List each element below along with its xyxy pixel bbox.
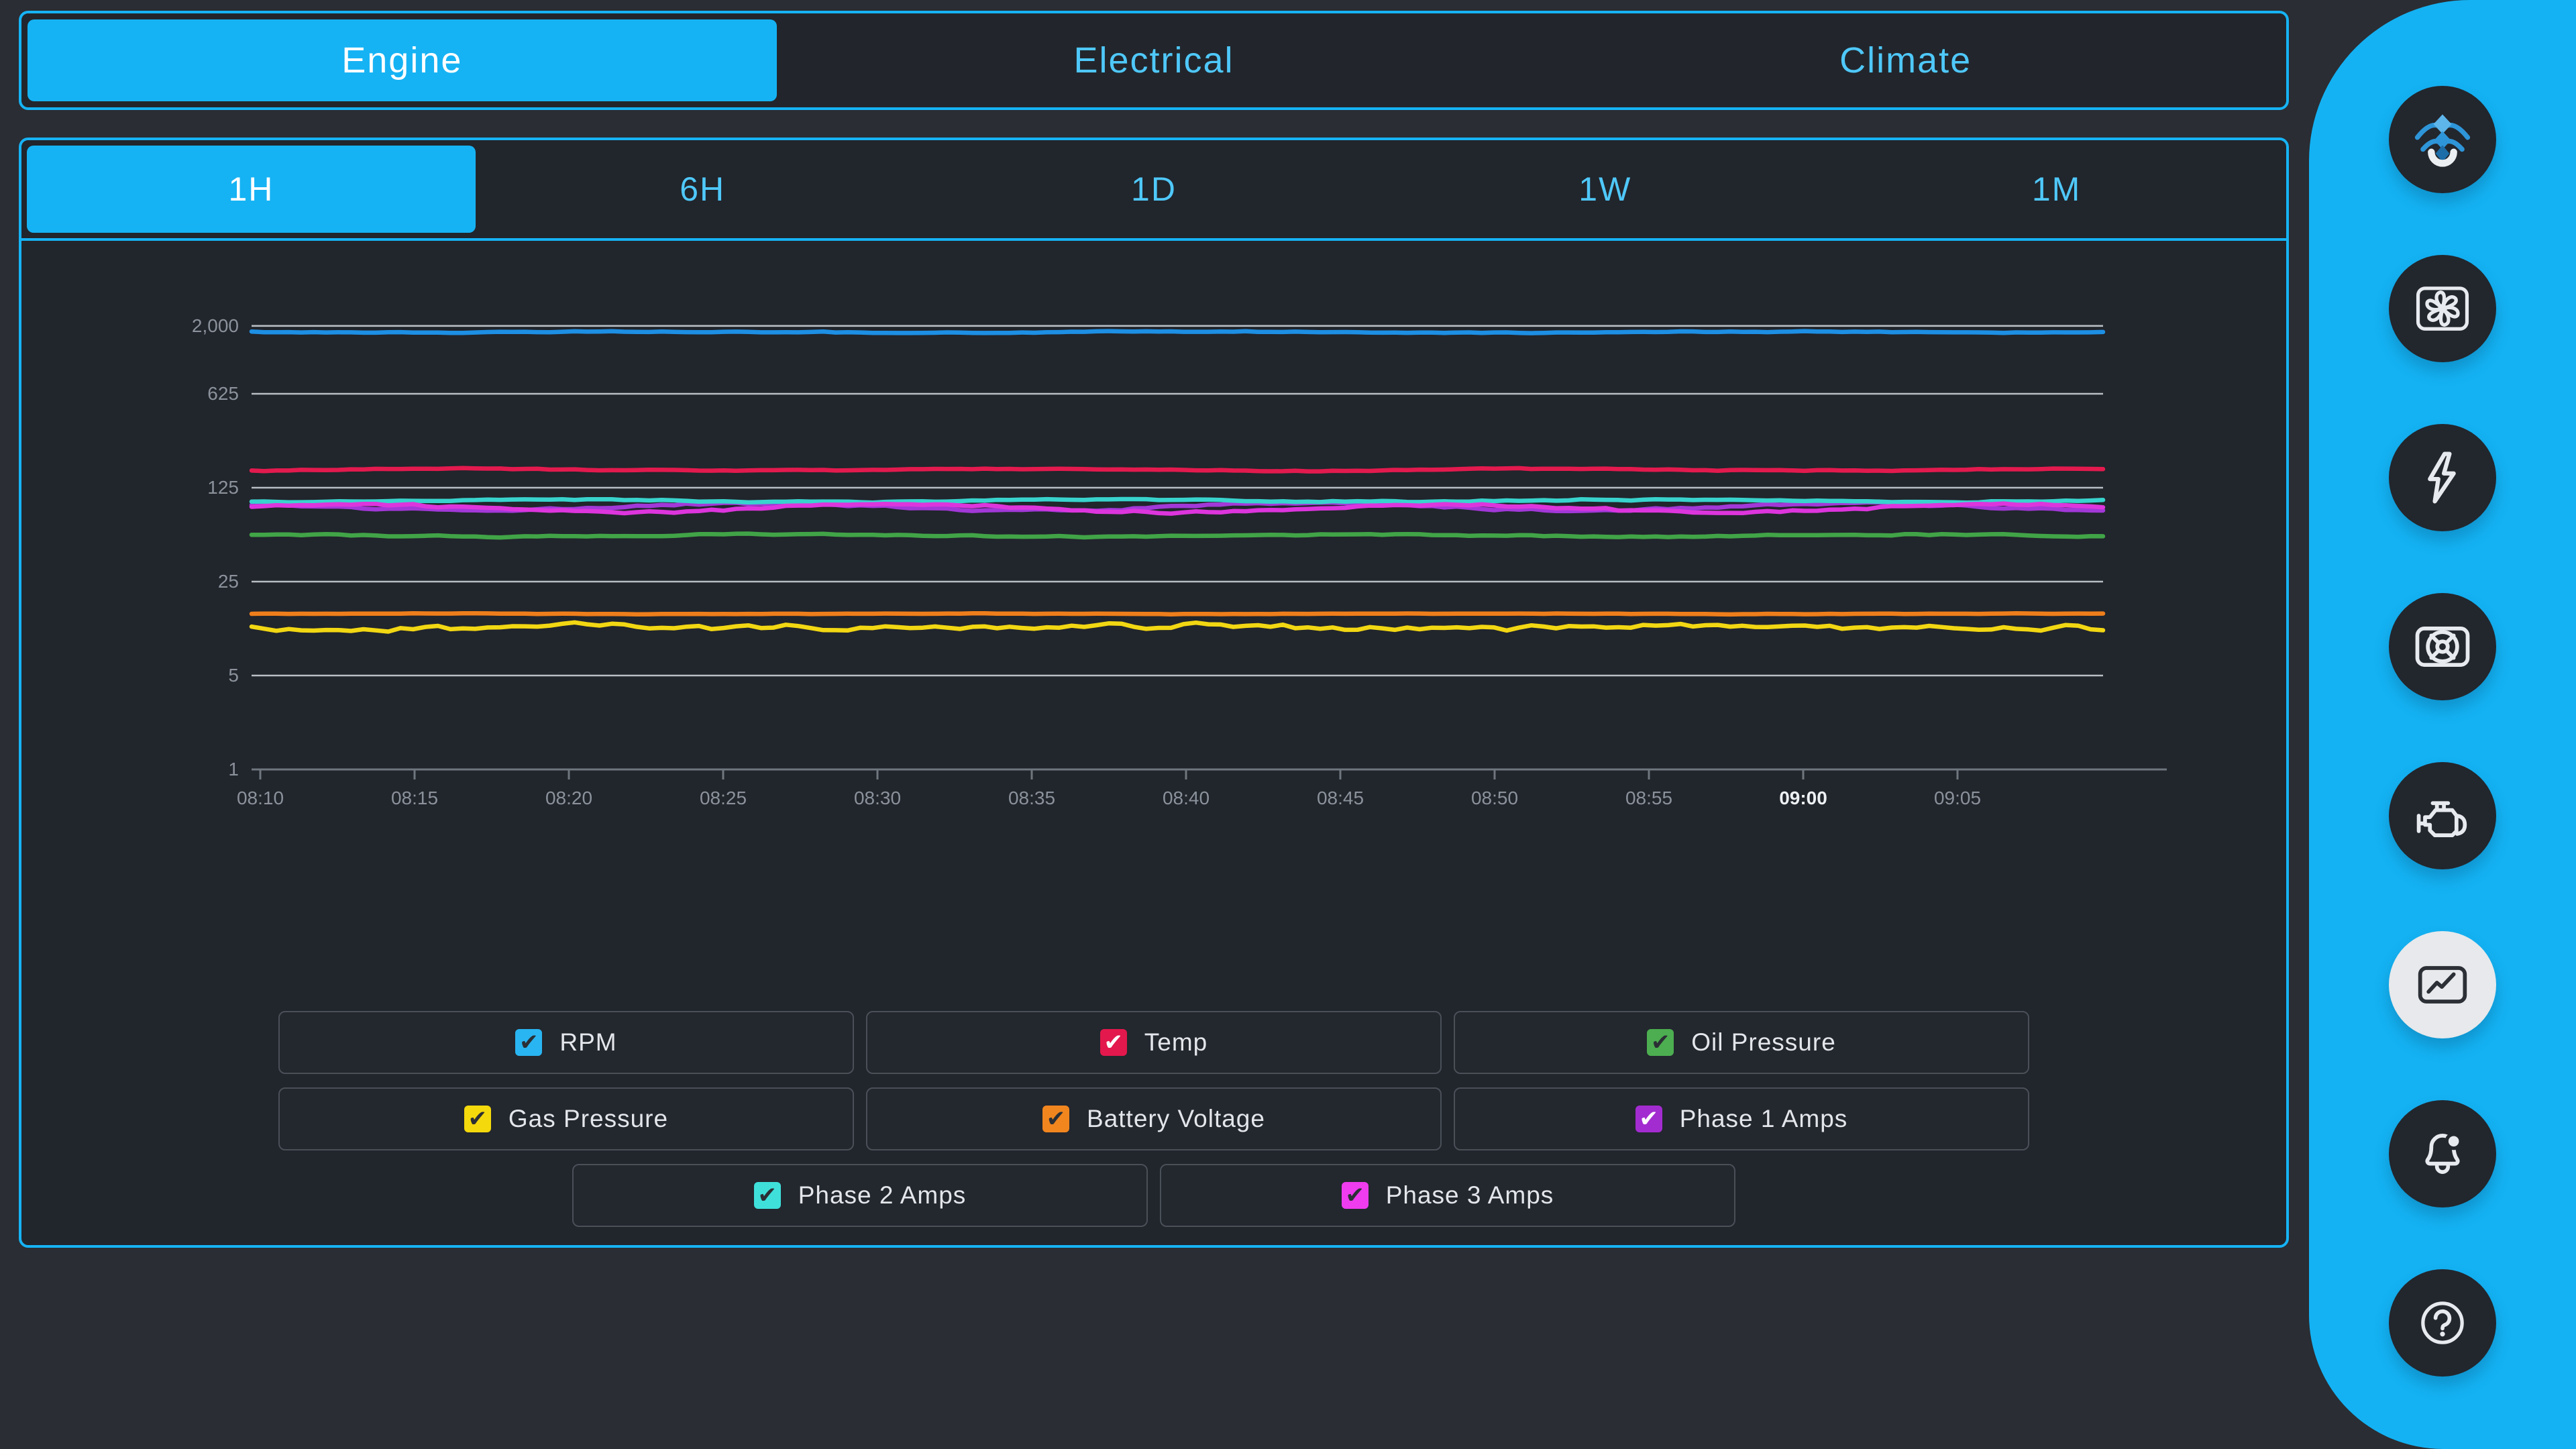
checkbox-phase-1-amps[interactable]: ✔ — [1635, 1106, 1662, 1132]
legend-item-phase-1-amps[interactable]: ✔ Phase 1 Amps — [1454, 1087, 2029, 1150]
svg-text:08:25: 08:25 — [700, 788, 747, 808]
legend-label: Phase 3 Amps — [1385, 1181, 1554, 1209]
time-range-6h[interactable]: 6H — [478, 146, 927, 233]
engine-icon[interactable] — [2389, 762, 2496, 869]
radiator-fan-icon[interactable] — [2389, 593, 2496, 700]
svg-text:08:55: 08:55 — [1625, 788, 1672, 808]
checkbox-battery-voltage[interactable]: ✔ — [1042, 1106, 1070, 1132]
checkmark-icon: ✔ — [468, 1106, 488, 1132]
legend-item-temp[interactable]: ✔ Temp — [866, 1011, 1442, 1074]
checkmark-icon: ✔ — [1639, 1106, 1658, 1132]
legend-label: Gas Pressure — [508, 1105, 669, 1132]
time-range-1m[interactable]: 1M — [1832, 146, 2281, 233]
svg-text:25: 25 — [218, 571, 239, 592]
bolt-icon[interactable] — [2389, 424, 2496, 531]
notification-badge — [2445, 1132, 2463, 1150]
checkbox-rpm[interactable]: ✔ — [515, 1029, 543, 1056]
vent-fan-icon[interactable] — [2389, 255, 2496, 362]
main-tab-bar: Engine Electrical Climate — [19, 11, 2289, 110]
legend-label: Oil Pressure — [1691, 1028, 1836, 1056]
checkmark-icon: ✔ — [1650, 1029, 1670, 1056]
svg-text:08:15: 08:15 — [391, 788, 438, 808]
svg-text:09:05: 09:05 — [1934, 788, 1981, 808]
checkbox-phase-3-amps[interactable]: ✔ — [1341, 1182, 1368, 1209]
legend-item-battery-voltage[interactable]: ✔ Battery Voltage — [866, 1087, 1442, 1150]
checkbox-oil-pressure[interactable]: ✔ — [1647, 1029, 1674, 1056]
checkbox-phase-2-amps[interactable]: ✔ — [753, 1182, 781, 1209]
tab-engine[interactable]: Engine — [28, 19, 777, 101]
chart-panel: 1H 6H 1D 1W 1M 2,000 625 125 25 5 1 08:10 08:15… — [19, 138, 2289, 1248]
chart-legend: ✔ RPM ✔ Temp ✔ Oil Pressure ✔ Gas Pressure ✔ Batt… — [21, 1011, 2286, 1227]
time-range-1h[interactable]: 1H — [27, 146, 476, 233]
checkmark-icon: ✔ — [757, 1182, 777, 1209]
svg-text:09:00: 09:00 — [1779, 788, 1827, 808]
sidebar — [2309, 0, 2576, 1449]
telemetry-line-chart[interactable]: 2,000 625 125 25 5 1 08:10 08:15 08:20 08:25 08:30… — [21, 244, 2286, 981]
svg-text:08:35: 08:35 — [1008, 788, 1055, 808]
svg-text:2,000: 2,000 — [192, 315, 239, 336]
checkbox-gas-pressure[interactable]: ✔ — [464, 1106, 491, 1132]
time-range-1w[interactable]: 1W — [1381, 146, 1829, 233]
time-range-bar: 1H 6H 1D 1W 1M — [21, 140, 2286, 241]
legend-item-gas-pressure[interactable]: ✔ Gas Pressure — [278, 1087, 854, 1150]
svg-text:08:30: 08:30 — [854, 788, 901, 808]
checkbox-temp[interactable]: ✔ — [1099, 1029, 1127, 1056]
svg-text:08:45: 08:45 — [1317, 788, 1364, 808]
notifications-icon[interactable] — [2389, 1100, 2496, 1208]
svg-text:5: 5 — [228, 665, 239, 686]
svg-text:08:40: 08:40 — [1163, 788, 1210, 808]
trend-chart-icon[interactable] — [2389, 931, 2496, 1038]
time-range-1d[interactable]: 1D — [930, 146, 1379, 233]
checkmark-icon: ✔ — [1104, 1029, 1124, 1056]
tab-climate[interactable]: Climate — [1531, 19, 2280, 101]
signal-levels-icon[interactable] — [2389, 86, 2496, 193]
legend-label: Temp — [1144, 1028, 1208, 1056]
tab-electrical[interactable]: Electrical — [780, 19, 1529, 101]
legend-label: Phase 2 Amps — [798, 1181, 967, 1209]
legend-item-oil-pressure[interactable]: ✔ Oil Pressure — [1454, 1011, 2029, 1074]
legend-item-phase-2-amps[interactable]: ✔ Phase 2 Amps — [572, 1164, 1148, 1227]
legend-item-phase-3-amps[interactable]: ✔ Phase 3 Amps — [1160, 1164, 1735, 1227]
svg-text:08:20: 08:20 — [545, 788, 592, 808]
legend-label: RPM — [559, 1028, 617, 1056]
svg-text:625: 625 — [207, 383, 239, 404]
svg-text:1: 1 — [228, 759, 239, 780]
legend-row: ✔ RPM ✔ Temp ✔ Oil Pressure — [278, 1011, 2029, 1074]
legend-label: Battery Voltage — [1087, 1105, 1265, 1132]
legend-row: ✔ Gas Pressure ✔ Battery Voltage ✔ Phase 1 Am… — [278, 1087, 2029, 1150]
legend-label: Phase 1 Amps — [1679, 1105, 1848, 1132]
legend-item-rpm[interactable]: ✔ RPM — [278, 1011, 854, 1074]
legend-row: ✔ Phase 2 Amps ✔ Phase 3 Amps — [572, 1164, 1735, 1227]
svg-text:08:50: 08:50 — [1471, 788, 1518, 808]
svg-text:08:10: 08:10 — [237, 788, 284, 808]
help-icon[interactable] — [2389, 1269, 2496, 1377]
checkmark-icon: ✔ — [1345, 1182, 1364, 1209]
svg-text:125: 125 — [207, 477, 239, 498]
checkmark-icon: ✔ — [519, 1029, 539, 1056]
checkmark-icon: ✔ — [1046, 1106, 1066, 1132]
